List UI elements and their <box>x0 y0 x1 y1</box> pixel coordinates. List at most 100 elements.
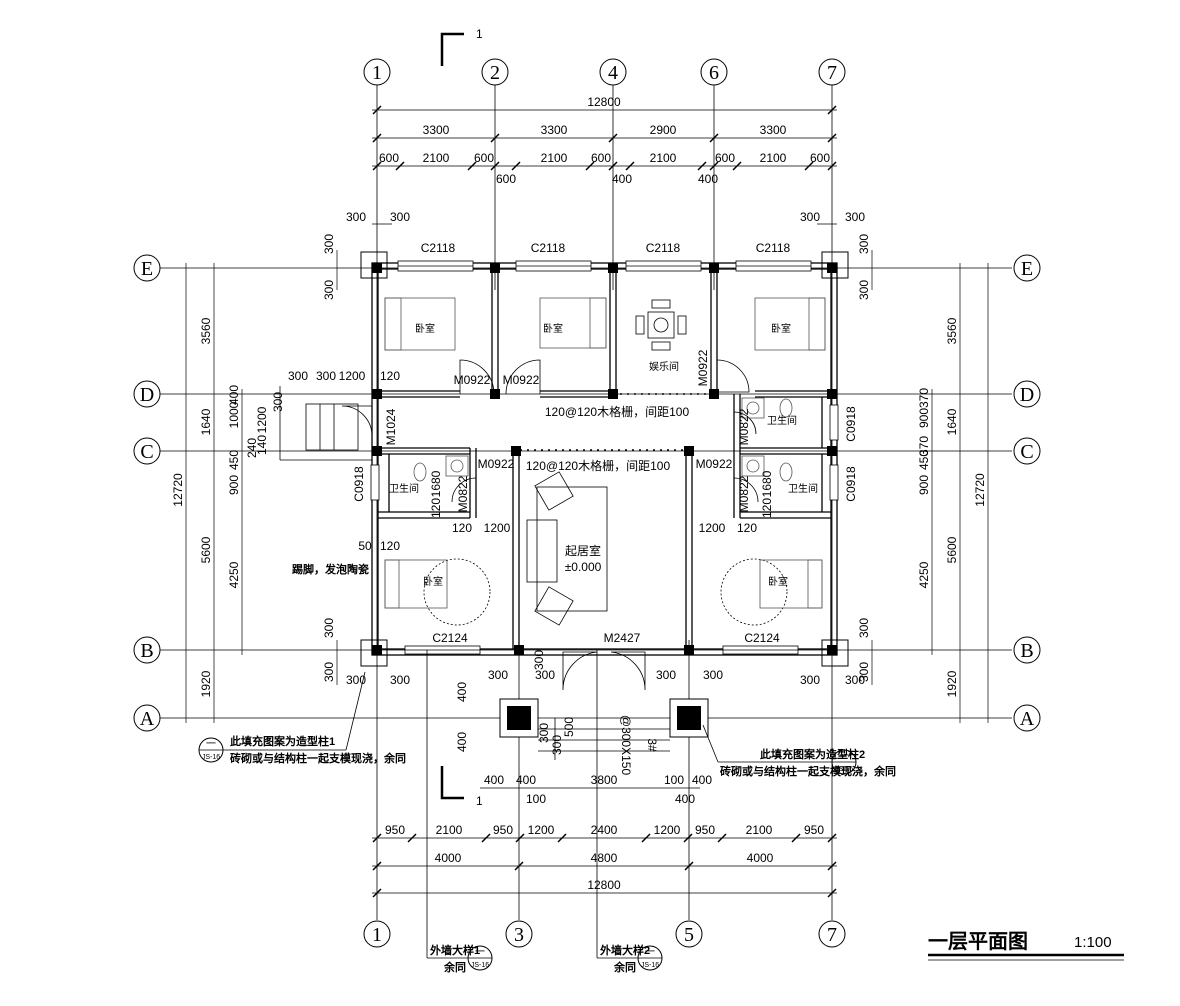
svg-text:1640: 1640 <box>945 408 959 435</box>
svg-text:1200: 1200 <box>699 521 726 535</box>
axis-label: 1 <box>372 62 382 84</box>
svg-text:余同: 余同 <box>613 960 636 974</box>
svg-text:外墙大样2: 外墙大样2 <box>599 943 650 957</box>
callout-wall-2: 一 JS-16 外墙大样2 余同 <box>596 650 663 974</box>
section-mark-top <box>440 32 464 66</box>
axis-label: 1 <box>372 924 382 946</box>
svg-text:300: 300 <box>703 668 723 682</box>
svg-text:C2118: C2118 <box>531 241 566 255</box>
svg-text:1200: 1200 <box>255 406 269 433</box>
svg-text:4800: 4800 <box>591 851 618 865</box>
svg-text:2400: 2400 <box>591 823 618 837</box>
callout-wall-1: 一 JS-16 外墙大样1 余同 <box>426 650 493 974</box>
svg-text:120: 120 <box>380 369 400 383</box>
svg-text:M0822: M0822 <box>737 475 751 512</box>
step-note: 踢脚，发泡陶瓷 <box>292 562 369 576</box>
svg-text:300: 300 <box>322 662 336 682</box>
svg-text:1200: 1200 <box>528 823 555 837</box>
svg-text:3300: 3300 <box>760 123 787 137</box>
dim-total-top: 12800 <box>587 95 621 109</box>
svg-text:砖砌或与结构柱一起支模现浇，余同: 砖砌或与结构柱一起支模现浇，余同 <box>720 764 896 778</box>
svg-text:370: 370 <box>917 388 931 408</box>
svg-text:C0918: C0918 <box>844 466 858 502</box>
dims-porch: 400 400 3800 100 400 100 400 <box>484 773 712 806</box>
svg-text:120: 120 <box>452 521 472 535</box>
svg-text:140: 140 <box>255 435 269 455</box>
title-text: 一层平面图 <box>928 930 1028 953</box>
svg-text:300: 300 <box>656 668 676 682</box>
svg-text:600: 600 <box>379 151 399 165</box>
svg-text:M0922: M0922 <box>478 457 515 471</box>
porch-steps <box>538 718 670 760</box>
svg-text:300: 300 <box>316 369 336 383</box>
svg-text:余同: 余同 <box>443 960 466 974</box>
dims-top-lines <box>372 105 837 225</box>
svg-text:JS-16: JS-16 <box>471 962 489 969</box>
svg-text:M0922: M0922 <box>454 373 491 387</box>
axis-bubbles-right: E D C B A <box>1013 254 1041 732</box>
axis-label: 3 <box>514 924 524 946</box>
svg-text:C2118: C2118 <box>646 241 681 255</box>
svg-text:M2427: M2427 <box>604 631 641 645</box>
room-bedroom: 卧室 <box>543 322 563 335</box>
svg-text:2100: 2100 <box>746 823 773 837</box>
doors <box>341 359 759 691</box>
svg-text:400: 400 <box>455 732 469 752</box>
dims-right-text: 12720 3560 1640 5600 1920 300 300 900 37… <box>857 234 987 698</box>
svg-text:4250: 4250 <box>917 561 931 588</box>
svg-text:1680: 1680 <box>429 470 443 497</box>
svg-text:900: 900 <box>227 475 241 495</box>
walls <box>371 262 838 656</box>
svg-text:300: 300 <box>845 210 865 224</box>
svg-text:C0918: C0918 <box>844 406 858 442</box>
dims-top-row3: 600 2100 600 2100 600 2100 600 2100 600 … <box>379 151 830 186</box>
svg-text:300: 300 <box>346 210 366 224</box>
dims-bottom-row2: 4000 4800 4000 <box>435 851 774 865</box>
svg-text:900: 900 <box>917 475 931 495</box>
svg-text:950: 950 <box>695 823 715 837</box>
callout-column-2: 一 JS-16 此填充图案为造型柱2 砖砌或与结构柱一起支模现浇，余同 <box>702 724 896 778</box>
svg-text:C2118: C2118 <box>421 241 456 255</box>
svg-text:300: 300 <box>845 673 865 687</box>
svg-text:1200: 1200 <box>484 521 511 535</box>
svg-text:M0822: M0822 <box>737 408 751 445</box>
room-living: 起居室 <box>565 543 601 558</box>
svg-text:400: 400 <box>698 172 718 186</box>
drawing-title: 一层平面图 1:100 <box>928 930 1124 961</box>
svg-text:2100: 2100 <box>760 151 787 165</box>
svg-text:此填充图案为造型柱1: 此填充图案为造型柱1 <box>230 734 335 748</box>
svg-text:300: 300 <box>857 618 871 638</box>
axis-label: A <box>140 708 155 730</box>
svg-text:300: 300 <box>857 280 871 300</box>
svg-text:2100: 2100 <box>541 151 568 165</box>
svg-text:900: 900 <box>917 408 931 428</box>
section-mark-label: 1 <box>476 794 483 808</box>
dims-bottom-corner: 300 300 300 300 300 300 300 300 <box>346 668 865 687</box>
svg-text:1920: 1920 <box>945 670 959 697</box>
svg-text:300: 300 <box>800 673 820 687</box>
svg-text:5600: 5600 <box>945 536 959 563</box>
svg-text:一: 一 <box>839 751 849 762</box>
section-mark-label: 1 <box>476 27 483 41</box>
svg-text:950: 950 <box>385 823 405 837</box>
svg-text:400: 400 <box>692 773 712 787</box>
svg-text:2900: 2900 <box>650 123 677 137</box>
svg-text:400: 400 <box>516 773 536 787</box>
svg-text:300: 300 <box>537 723 551 743</box>
svg-text:3300: 3300 <box>541 123 568 137</box>
svg-text:300: 300 <box>532 650 546 670</box>
svg-text:JS-16: JS-16 <box>835 766 853 773</box>
svg-text:外墙大样1: 外墙大样1 <box>429 943 480 957</box>
axis-label: 4 <box>608 62 618 84</box>
svg-text:3560: 3560 <box>199 317 213 344</box>
axis-label: B <box>140 640 153 662</box>
axis-label: 5 <box>684 924 694 946</box>
axis-bubbles-bottom: 1 3 5 7 <box>363 920 846 948</box>
axis-grid-lines <box>160 85 1012 920</box>
svg-text:3800: 3800 <box>591 773 618 787</box>
axis-bubbles-top: 1 2 4 6 7 <box>363 58 846 86</box>
svg-text:600: 600 <box>474 151 494 165</box>
svg-text:450: 450 <box>227 450 241 470</box>
section-mark-bottom <box>440 766 464 800</box>
wood-grilles <box>520 393 708 451</box>
